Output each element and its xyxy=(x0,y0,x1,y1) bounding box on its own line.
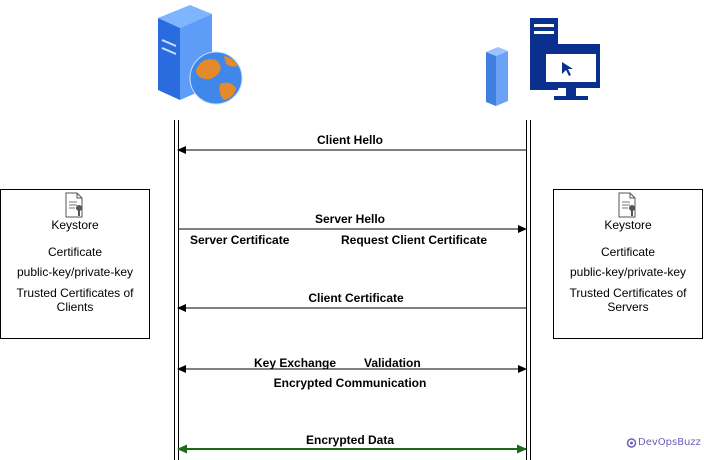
keystore-title: Keystore xyxy=(604,218,652,232)
encrypted-communication-label: Encrypted Communication xyxy=(273,376,427,390)
client-certificate-label: Client Certificate xyxy=(308,291,404,305)
client-lifeline-outer xyxy=(530,120,531,460)
certificate-document-icon xyxy=(65,192,83,218)
encrypted-data-label: Encrypted Data xyxy=(305,433,395,447)
client-computer-icon xyxy=(486,18,600,106)
keystore-trusted-certificates: Trusted Certificates of Servers xyxy=(569,286,687,314)
request-client-certificate-label: Request Client Certificate xyxy=(341,233,488,247)
server-hello-label: Server Hello xyxy=(314,212,386,226)
server-keystore-box: Keystore Certificate public-key/private-… xyxy=(553,189,703,339)
server-lifeline-outer xyxy=(174,120,175,460)
certificate-document-icon xyxy=(618,192,636,218)
client-keystore-box: Keystore Certificate public-key/private-… xyxy=(0,189,150,339)
keystore-keypair: public-key/private-key xyxy=(569,265,687,279)
keystore-trusted-certificates: Trusted Certificates of Clients xyxy=(16,286,134,314)
key-exchange-label: Key Exchange xyxy=(254,356,337,370)
server-lifeline-inner xyxy=(178,120,179,460)
keystore-certificate: Certificate xyxy=(600,245,656,259)
devopsbuzz-logo-icon xyxy=(626,438,637,448)
server-certificate-label: Server Certificate xyxy=(190,233,290,247)
validation-label: Validation xyxy=(364,356,421,370)
web-server-globe-icon xyxy=(158,5,243,105)
brand-watermark: DevOpsBuzz xyxy=(638,437,701,448)
keystore-title: Keystore xyxy=(51,218,99,232)
keystore-certificate: Certificate xyxy=(47,245,103,259)
client-hello-label: Client Hello xyxy=(316,133,384,147)
client-lifeline-inner xyxy=(526,120,527,460)
keystore-keypair: public-key/private-key xyxy=(16,265,134,279)
